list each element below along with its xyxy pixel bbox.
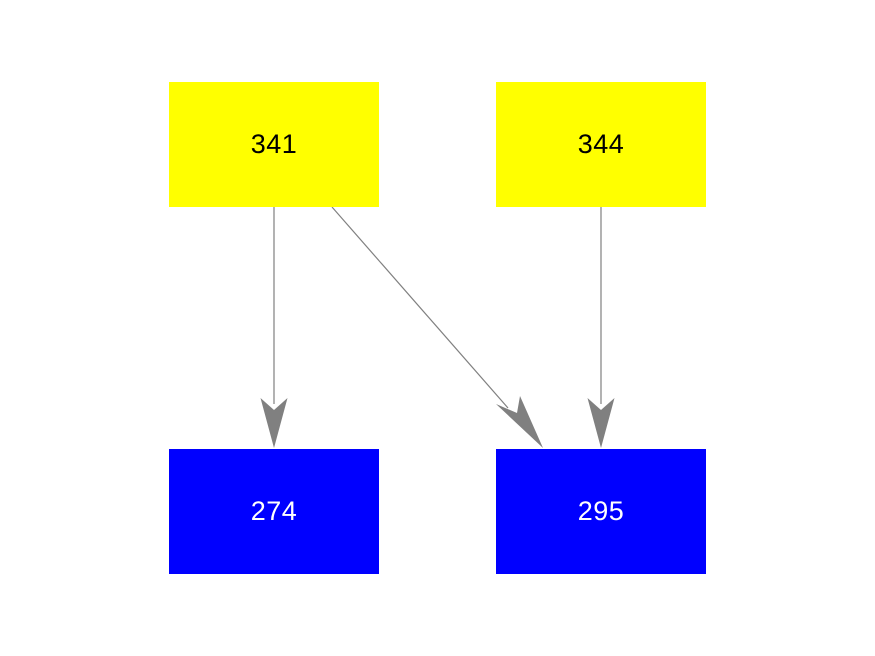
node-341[interactable]: 341 [169, 82, 379, 207]
node-274[interactable]: 274 [169, 449, 379, 574]
edge-341-to-295 [331, 206, 509, 409]
node-label: 274 [250, 496, 298, 526]
node-label: 341 [250, 129, 298, 159]
node-label: 295 [577, 496, 625, 526]
arrowhead-344-to-295 [587, 398, 615, 448]
arrowhead-341-to-295 [496, 396, 543, 448]
node-label: 344 [577, 129, 625, 159]
node-344[interactable]: 344 [496, 82, 706, 207]
arrowhead-341-to-274 [260, 398, 288, 448]
node-295[interactable]: 295 [496, 449, 706, 574]
